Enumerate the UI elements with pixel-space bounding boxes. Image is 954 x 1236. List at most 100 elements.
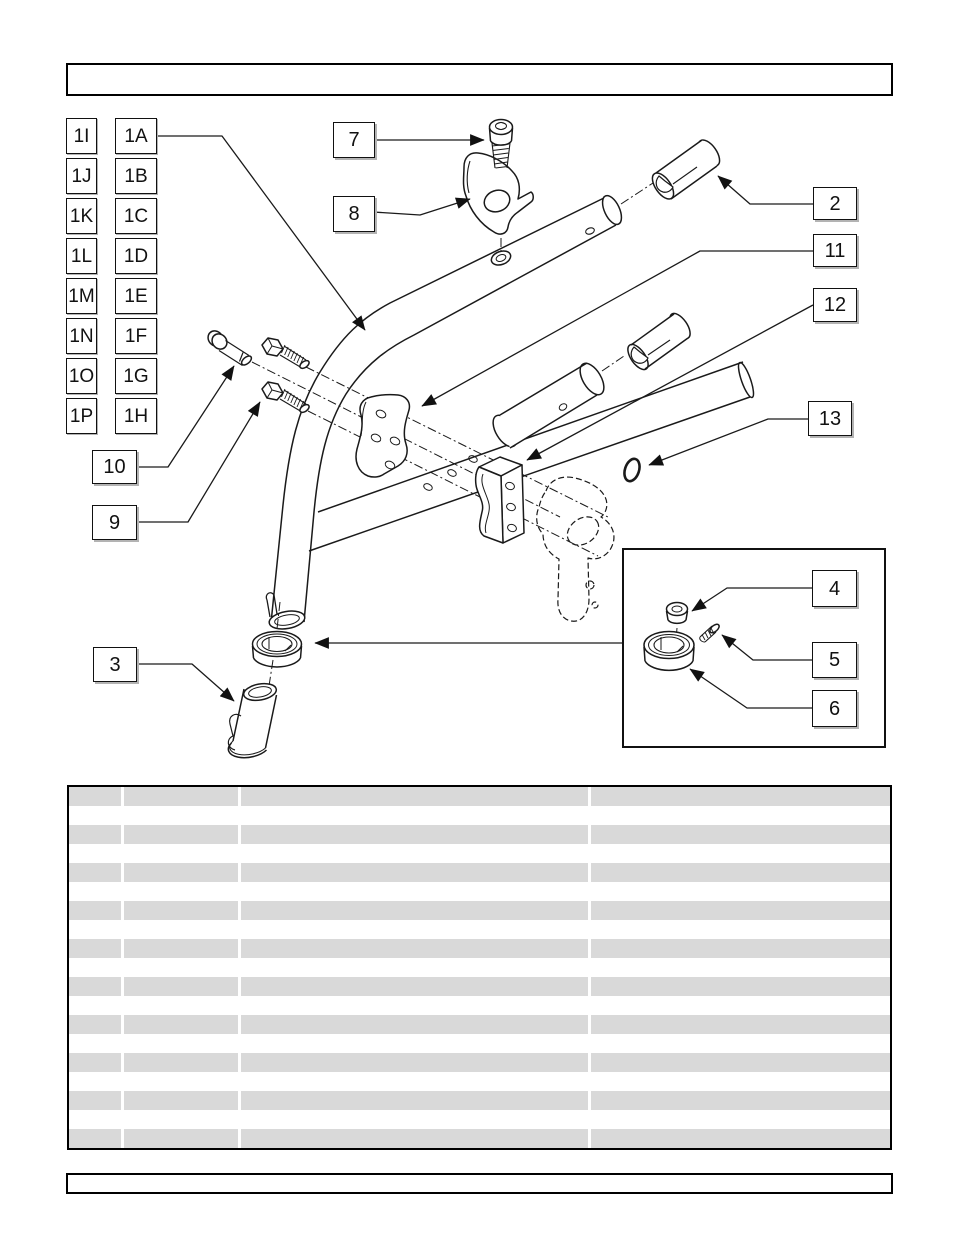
table-row bbox=[69, 920, 890, 939]
table-cell bbox=[241, 1053, 588, 1072]
table-cell bbox=[591, 901, 890, 920]
centerline-axes bbox=[251, 172, 678, 687]
table-row bbox=[69, 1110, 890, 1129]
callout-11: 11 bbox=[813, 234, 857, 267]
table-row bbox=[69, 882, 890, 901]
table-cell bbox=[124, 1015, 238, 1034]
table-cell bbox=[69, 1015, 121, 1034]
part-grid-box-1K: 1K bbox=[66, 198, 97, 234]
part-grid-box-1B: 1B bbox=[115, 158, 157, 194]
table-cell bbox=[69, 939, 121, 958]
part-grid-box-1H: 1H bbox=[115, 398, 157, 434]
callout-7: 7 bbox=[333, 122, 375, 158]
table-cell bbox=[69, 1091, 121, 1110]
leader-2 bbox=[717, 175, 813, 205]
leader-lines bbox=[137, 134, 814, 709]
inset-set-screw-drawing bbox=[699, 623, 720, 643]
o-ring-drawing bbox=[623, 457, 641, 483]
table-row bbox=[69, 844, 890, 863]
table-cell bbox=[591, 939, 890, 958]
cane-clamp-hook-drawing bbox=[462, 152, 534, 235]
leader-1A bbox=[158, 135, 366, 331]
insert-tube-drawing bbox=[227, 682, 278, 759]
part-grid-box-1N: 1N bbox=[66, 318, 97, 354]
callout-8: 8 bbox=[333, 196, 375, 232]
header-box bbox=[66, 63, 893, 96]
inset-collar-drawing bbox=[643, 630, 695, 672]
table-cell bbox=[124, 939, 238, 958]
table-row bbox=[69, 939, 890, 958]
table-cell bbox=[241, 939, 588, 958]
part-grid-box-1I: 1I bbox=[66, 118, 97, 154]
table-cell bbox=[591, 863, 890, 882]
table-cell bbox=[241, 977, 588, 996]
fasteners-drawing bbox=[207, 330, 310, 414]
part-grid-box-1O: 1O bbox=[66, 358, 97, 394]
leader-12 bbox=[526, 304, 814, 461]
caster-plate-drawing bbox=[536, 476, 615, 622]
table-cell bbox=[591, 825, 890, 844]
table-cell bbox=[124, 787, 238, 806]
part-grid-box-1E: 1E bbox=[115, 278, 157, 314]
table-cell bbox=[591, 977, 890, 996]
leader-11 bbox=[421, 250, 813, 407]
table-cell bbox=[241, 863, 588, 882]
table-cell bbox=[69, 825, 121, 844]
table-cell bbox=[591, 1091, 890, 1110]
table-cell bbox=[69, 787, 121, 806]
table-row bbox=[69, 901, 890, 920]
side-frame-tube-drawing bbox=[308, 361, 755, 552]
callout-9: 9 bbox=[92, 505, 137, 540]
back-cane-tube-drawing bbox=[265, 194, 623, 630]
table-cell bbox=[124, 977, 238, 996]
leader-4 bbox=[691, 587, 812, 612]
table-cell bbox=[124, 901, 238, 920]
leader-13 bbox=[648, 418, 808, 466]
table-row bbox=[69, 825, 890, 844]
part-grid-box-1F: 1F bbox=[115, 318, 157, 354]
table-cell bbox=[69, 1053, 121, 1072]
table-cell bbox=[591, 1053, 890, 1072]
table-cell bbox=[69, 901, 121, 920]
table-row bbox=[69, 1034, 890, 1053]
callout-13: 13 bbox=[808, 401, 852, 436]
cane-sleeve-upper-drawing bbox=[651, 139, 721, 200]
table-cell bbox=[124, 863, 238, 882]
callout-2: 2 bbox=[813, 187, 857, 220]
table-cell bbox=[124, 1053, 238, 1072]
table-row bbox=[69, 1053, 890, 1072]
table-cell bbox=[241, 1129, 588, 1148]
table-row bbox=[69, 996, 890, 1015]
table-row bbox=[69, 806, 890, 825]
callout-5: 5 bbox=[812, 642, 857, 678]
spacer-tube-drawing bbox=[492, 362, 605, 449]
clamp-block-drawing bbox=[474, 456, 525, 544]
leader-9 bbox=[137, 401, 261, 523]
part-grid-box-1L: 1L bbox=[66, 238, 97, 274]
table-cell bbox=[124, 1129, 238, 1148]
footer-box bbox=[66, 1173, 893, 1194]
part-grid-box-1A: 1A bbox=[115, 118, 157, 154]
leader-8 bbox=[372, 197, 471, 216]
part-grid-box-1P: 1P bbox=[66, 398, 97, 434]
callout-10: 10 bbox=[92, 450, 137, 484]
detail-inset-box bbox=[622, 548, 886, 748]
callout-3: 3 bbox=[93, 647, 137, 682]
table-cell bbox=[241, 787, 588, 806]
table-row bbox=[69, 1015, 890, 1034]
part-grid-box-1J: 1J bbox=[66, 158, 97, 194]
parts-table bbox=[67, 785, 892, 1150]
table-cell bbox=[124, 1091, 238, 1110]
table-row bbox=[69, 977, 890, 996]
table-cell bbox=[241, 901, 588, 920]
clamp-plate-drawing bbox=[355, 393, 411, 478]
part-grid-box-1G: 1G bbox=[115, 358, 157, 394]
table-cell bbox=[591, 1129, 890, 1148]
table-row bbox=[69, 958, 890, 977]
table-cell bbox=[241, 1091, 588, 1110]
cane-sleeve-lower-drawing bbox=[627, 312, 691, 371]
bottom-collar-drawing bbox=[251, 630, 303, 668]
callout-4: 4 bbox=[812, 570, 857, 607]
table-cell bbox=[241, 1015, 588, 1034]
